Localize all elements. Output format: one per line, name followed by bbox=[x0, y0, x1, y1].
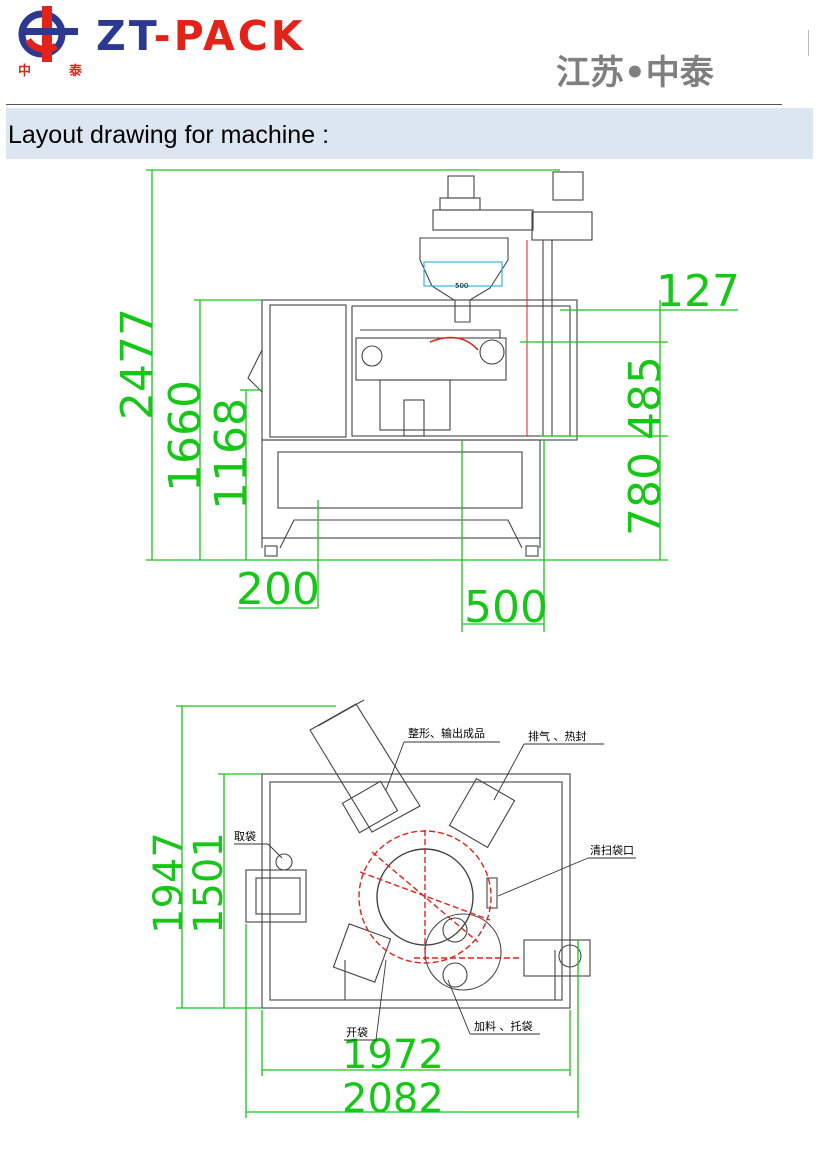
station-leaders bbox=[234, 741, 636, 1041]
front-view-machine bbox=[247, 171, 593, 557]
top-view-machine bbox=[245, 699, 591, 1009]
section-title-bar bbox=[6, 108, 813, 159]
brand-part1: ZT bbox=[96, 12, 154, 60]
front-view-dimension-text: 2477 1660 1168 200 500 127 485 780 bbox=[112, 266, 740, 633]
hopper-label: 500 bbox=[455, 282, 468, 290]
zt-pack-logo-icon bbox=[18, 6, 78, 62]
dim-frame-height: 1660 bbox=[160, 380, 211, 492]
logo-cn-right: 泰 bbox=[68, 64, 82, 79]
dim-middle-height: 485 bbox=[620, 356, 671, 440]
dim-total-height: 2477 bbox=[112, 308, 163, 420]
label-exhaust-sealing: 排气 、热封 bbox=[528, 729, 587, 743]
header-divider bbox=[6, 104, 782, 105]
header-edge-rule bbox=[808, 30, 809, 56]
top-view-dimension-text: 1947 1501 1972 2082 bbox=[146, 832, 444, 1122]
dim-offset-width: 500 bbox=[464, 582, 548, 633]
brand-part2: PACK bbox=[173, 12, 306, 60]
dim-frame-depth: 1501 bbox=[186, 832, 232, 934]
label-shaping-output: 整形、输出成品 bbox=[408, 726, 485, 740]
dim-table-height: 1168 bbox=[206, 398, 257, 510]
dim-total-depth: 1947 bbox=[146, 832, 192, 934]
label-clean-bag-mouth: 清扫袋口 bbox=[590, 843, 634, 857]
dim-top-offset: 127 bbox=[656, 266, 740, 317]
company-chinese-name: 江苏•中泰 bbox=[556, 53, 714, 93]
brand-name: ZT-PACK bbox=[96, 6, 306, 66]
section-title: Layout drawing for machine : bbox=[8, 121, 330, 149]
top-view-dimensions bbox=[176, 705, 579, 1118]
label-open-bag: 开袋 bbox=[346, 1025, 368, 1039]
station-labels: 整形、输出成品 排气 、热封 取袋 清扫袋口 开袋 加料 、托袋 bbox=[234, 726, 634, 1039]
dim-base-height: 200 bbox=[236, 564, 320, 615]
top-view-red-path bbox=[358, 830, 520, 964]
logo-chinese-text: 中 泰 bbox=[18, 60, 82, 79]
label-filling-support: 加料 、托袋 bbox=[474, 1019, 533, 1033]
brand-dash: - bbox=[153, 12, 174, 60]
front-view-dimensions bbox=[146, 169, 738, 632]
dim-lower-height: 780 bbox=[620, 452, 671, 536]
logo-cn-left: 中 bbox=[18, 64, 32, 79]
dim-total-width: 2082 bbox=[342, 1076, 444, 1122]
label-take-bag: 取袋 bbox=[234, 829, 256, 843]
